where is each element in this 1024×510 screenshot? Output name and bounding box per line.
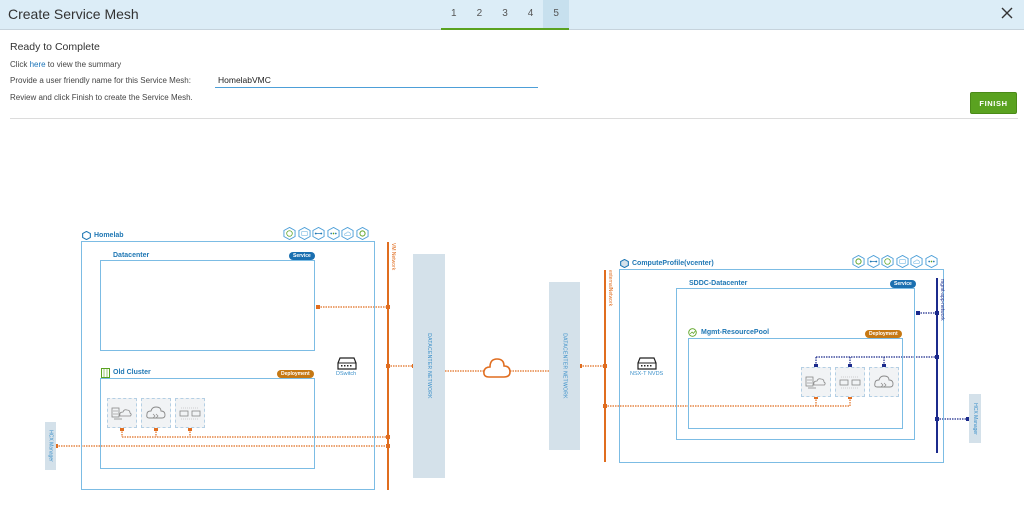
source-datacenter-box[interactable] <box>100 260 315 351</box>
service-mesh-name-input[interactable] <box>215 72 538 88</box>
sddc-datacenter-label: SDDC-Datacenter <box>689 280 748 287</box>
dest-deployment-badge: Deployment <box>865 330 902 338</box>
source-hcx-manager-label: HCX Manager <box>47 430 54 462</box>
dest-hcx-manager[interactable]: HCX Manager <box>969 394 981 443</box>
mobility-icon[interactable] <box>852 255 865 268</box>
site-hexagon-icon <box>82 231 91 240</box>
profile-hexagon-icon <box>620 259 629 268</box>
interconnect-icon[interactable] <box>881 255 894 268</box>
source-datacenter-label: Datacenter <box>113 252 150 259</box>
source-network-extension-appliance[interactable] <box>175 398 205 428</box>
wan-opt-icon[interactable] <box>297 227 311 240</box>
vm-network-label: VM Network <box>390 243 396 271</box>
nvds-switch-label: NSX-T NVDS <box>630 371 664 377</box>
summary-prefix: Click <box>10 60 30 69</box>
section-title: Ready to Complete <box>10 41 100 53</box>
source-service-icons <box>283 227 369 240</box>
source-wan-optimization-appliance[interactable] <box>141 398 171 428</box>
step-2[interactable]: 2 <box>466 0 493 30</box>
step-4[interactable]: 4 <box>517 0 544 30</box>
source-deployment-badge: Deployment <box>277 370 314 378</box>
wizard-header: Create Service Mesh 1 2 3 4 5 <box>0 0 1024 30</box>
cloud-icon[interactable] <box>341 227 354 240</box>
interconnect-appliance-icon <box>805 376 826 389</box>
cloud-icon <box>483 358 511 378</box>
compute-profile-box <box>619 269 944 463</box>
source-datacenter-network-label: DATACENTER NETWORK <box>426 333 432 399</box>
dest-datacenter-network-label: DATACENTER NETWORK <box>561 333 568 399</box>
mgmt-network-label: mgmt-app-network <box>939 279 945 321</box>
dest-interconnect-appliance[interactable] <box>801 367 831 397</box>
wizard-title: Create Service Mesh <box>8 6 139 22</box>
source-hcx-manager[interactable]: HCX Manager <box>45 422 56 470</box>
review-text: Review and click Finish to create the Se… <box>10 93 193 102</box>
sddc-datacenter-box[interactable] <box>676 288 915 440</box>
resource-pool-icon <box>688 328 697 337</box>
interconnect-icon[interactable] <box>283 227 296 240</box>
step-5[interactable]: 5 <box>543 0 569 30</box>
dswitch-icon <box>337 357 357 370</box>
step-3[interactable]: 3 <box>492 0 518 30</box>
wan-optimization-appliance-icon <box>146 406 166 419</box>
wan-optimization-appliance-icon <box>874 375 894 388</box>
mobility-icon[interactable] <box>355 227 369 240</box>
interconnect-appliance-icon <box>111 407 132 420</box>
name-prompt: Provide a user friendly name for this Se… <box>10 76 191 85</box>
summary-suffix: to view the summary <box>45 60 122 69</box>
cluster-icon <box>101 368 110 378</box>
cloud-icon[interactable] <box>910 255 923 268</box>
divider <box>10 118 1018 119</box>
source-cluster-box[interactable] <box>100 378 315 469</box>
wan-opt-icon[interactable] <box>895 255 909 268</box>
source-site-label: Homelab <box>94 232 124 239</box>
resource-pool-label: Mgmt-ResourcePool <box>701 329 770 336</box>
finish-button[interactable]: FINISH <box>970 92 1017 114</box>
source-interconnect-appliance[interactable] <box>107 398 137 428</box>
source-site-box <box>81 241 375 490</box>
network-extension-dots-icon[interactable] <box>326 227 340 240</box>
dest-wan-optimization-appliance[interactable] <box>869 367 899 397</box>
network-extension-icon[interactable] <box>312 227 325 240</box>
dest-hcx-manager-label: HCX Manager <box>972 402 978 435</box>
external-network-label: externalNetwork <box>607 270 613 307</box>
source-datacenter-network[interactable]: DATACENTER NETWORK <box>413 254 445 478</box>
nvds-switch-icon <box>637 357 657 370</box>
dswitch-label: DSwitch <box>336 371 357 377</box>
network-extension-appliance-icon <box>179 407 201 420</box>
step-1[interactable]: 1 <box>441 0 467 30</box>
dest-service-icons <box>852 255 938 268</box>
source-cluster-label: Old Cluster <box>113 369 151 376</box>
resource-pool-box[interactable] <box>688 338 903 429</box>
close-icon[interactable] <box>1000 6 1014 20</box>
network-extension-icon[interactable] <box>866 255 880 268</box>
summary-line: Click here to view the summary <box>10 60 121 69</box>
summary-link[interactable]: here <box>29 60 46 69</box>
compute-profile-label: ComputeProfile(vcenter) <box>632 260 714 267</box>
source-service-badge: Service <box>289 252 315 260</box>
network-extension-dots-icon[interactable] <box>924 255 938 268</box>
dest-datacenter-network[interactable]: DATACENTER NETWORK <box>549 282 580 450</box>
dest-network-extension-appliance[interactable] <box>835 367 865 397</box>
dest-service-badge: Service <box>890 280 916 288</box>
wizard-steps: 1 2 3 4 5 <box>441 0 569 30</box>
network-extension-appliance-icon <box>839 376 861 389</box>
